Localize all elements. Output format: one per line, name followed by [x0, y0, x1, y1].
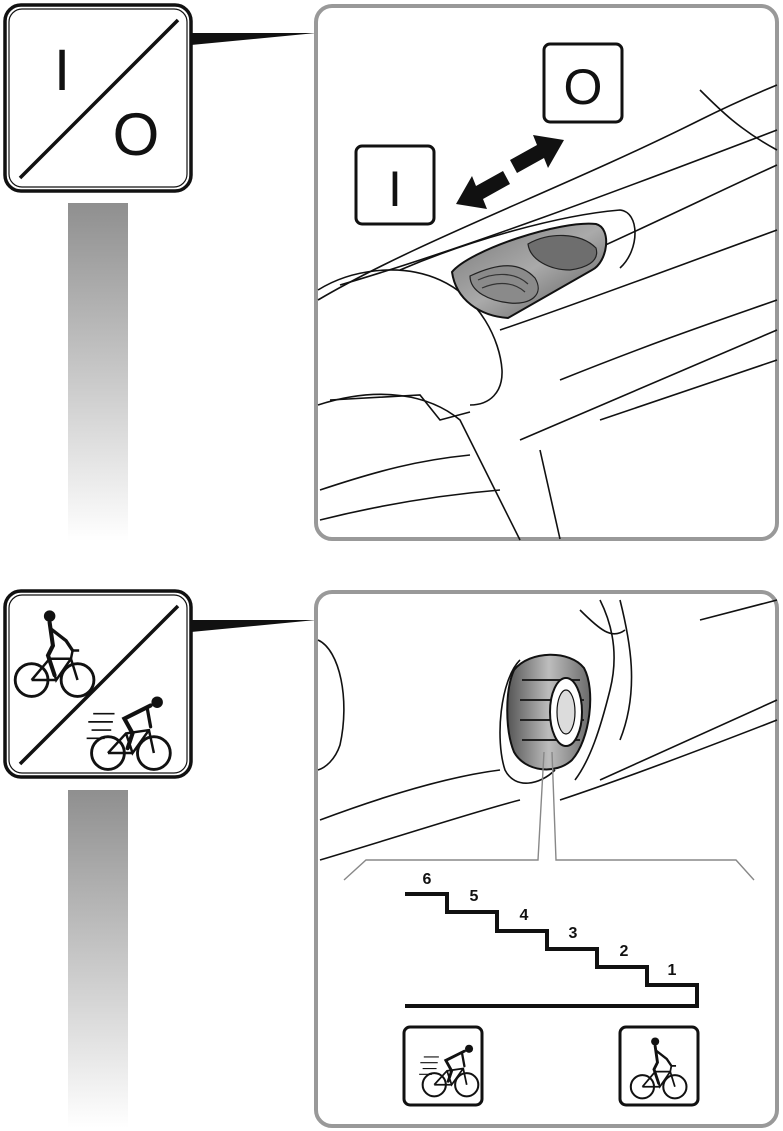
- motor-illustration: [317, 599, 778, 861]
- on-off-toggle-icon: I O: [3, 3, 193, 193]
- gradient-bar-top: [68, 203, 128, 541]
- speed-level-6: 6: [423, 871, 432, 888]
- callout-pointer-bottom: [191, 620, 316, 632]
- speed-selector-dial: [506, 653, 592, 771]
- speed-staircase: [405, 892, 699, 1008]
- speed-level-1: 1: [668, 962, 677, 979]
- speed-level-2: 2: [620, 943, 629, 960]
- fast-speed-icon-box: [402, 1025, 484, 1107]
- speed-level-5: 5: [470, 888, 479, 905]
- on-position-label: I: [354, 144, 436, 226]
- leader-lines: [343, 751, 755, 881]
- callout-pointer-top: [191, 33, 316, 45]
- svg-text:I: I: [388, 161, 402, 217]
- speed-detail-frame: [314, 590, 779, 1128]
- double-arrow-icon: [456, 135, 564, 209]
- speed-level-4: 4: [520, 907, 529, 924]
- off-position-label: O: [542, 42, 624, 124]
- on-symbol-large: I: [54, 38, 70, 103]
- speed-level-3: 3: [569, 925, 578, 942]
- gradient-bar-bottom: [68, 790, 128, 1128]
- power-switch-knob: [450, 222, 608, 320]
- cyclist-slow-fast-icon: [3, 589, 193, 779]
- off-symbol-large: O: [113, 101, 160, 168]
- speed-level-labels: 1 2 3 4 5 6: [423, 871, 677, 979]
- svg-text:O: O: [564, 59, 603, 115]
- slow-speed-icon-box: [618, 1025, 700, 1107]
